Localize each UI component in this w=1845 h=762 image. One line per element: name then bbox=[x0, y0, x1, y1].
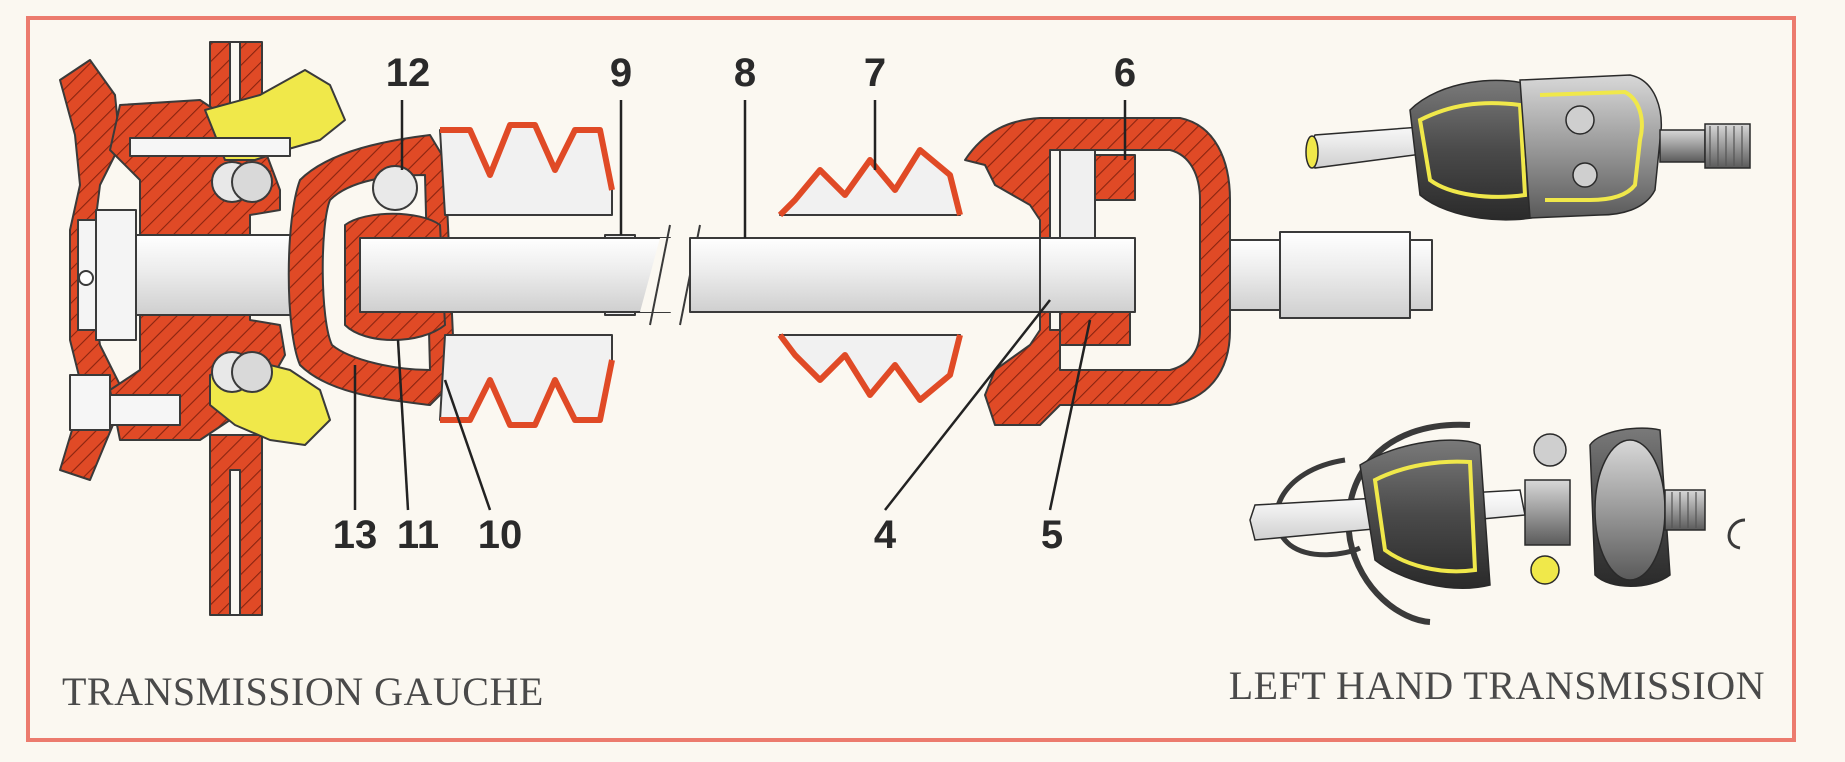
part-label-10: 10 bbox=[478, 513, 523, 557]
part-label-7: 7 bbox=[864, 51, 886, 95]
part-label-6: 6 bbox=[1114, 51, 1136, 95]
part-number-labels: 12 9 8 7 6 13 11 10 4 5 bbox=[333, 51, 1136, 557]
part-label-12: 12 bbox=[386, 51, 431, 95]
part-label-5: 5 bbox=[1041, 513, 1063, 557]
cross-section-icon bbox=[59, 41, 1433, 616]
caption-right: LEFT HAND TRANSMISSION bbox=[1228, 663, 1765, 708]
part-label-13: 13 bbox=[333, 513, 378, 557]
exploded-tripod-joint-icon bbox=[1249, 421, 1746, 625]
leader-lines bbox=[353, 100, 1127, 511]
diagram-frame bbox=[26, 16, 1796, 742]
part-label-9: 9 bbox=[610, 51, 632, 95]
caption-left: TRANSMISSION GAUCHE bbox=[62, 669, 544, 714]
part-label-4: 4 bbox=[874, 513, 897, 557]
assembled-tripod-joint-icon bbox=[1305, 74, 1751, 221]
part-label-8: 8 bbox=[734, 51, 756, 95]
part-label-11: 11 bbox=[397, 513, 439, 557]
